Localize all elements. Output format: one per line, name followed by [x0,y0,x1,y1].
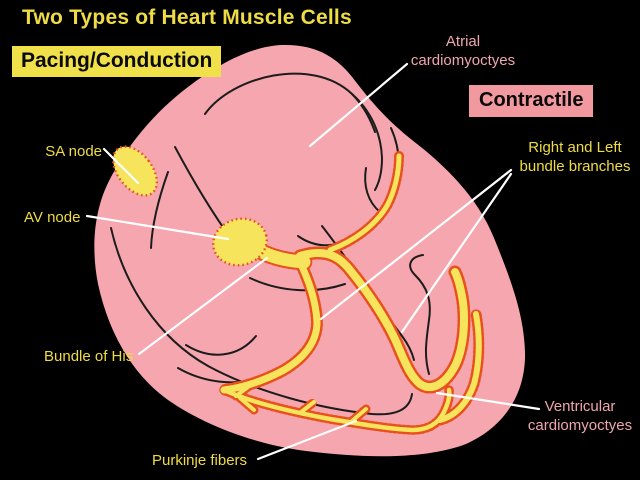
purkinje-fibers-label: Purkinje fibers [152,452,248,469]
bundle-branches-label: Right and Left bundle branches [512,138,638,176]
bundle-branches-label-line1: Right and Left [528,139,622,156]
av-node-label: AV node [24,209,81,226]
purkinje-pointer-line [256,419,358,461]
bundle-branches-pointer-line-left [319,168,513,321]
atrial-conduction-strand [327,153,402,253]
bundle-of-his-label: Bundle of His [44,348,134,365]
av-node-pointer-line [85,214,230,241]
ventricular-label-line2: cardiomyoctyes [527,417,633,434]
atrial-cardiomyocytes-label: Atrial cardiomyoctyes [400,32,526,70]
atrial-label-line1: Atrial [445,33,481,50]
pacing-conduction-badge: Pacing/Conduction [12,46,222,77]
purkinje-fibers-path [221,387,452,433]
sa-node-label: SA node [45,143,102,160]
sa-node-pointer-line [102,147,140,185]
atrial-pointer-line [308,62,409,148]
av-node-shape [212,217,268,267]
page-title: Two Types of Heart Muscle Cells [22,6,352,29]
sa-node-shape [111,145,159,197]
ventricular-label-line1: Ventricular [544,398,616,415]
outer-bundle-loop-path [437,311,482,423]
bundle-of-his-pointer-line [137,256,269,356]
bundle-branches-label-line2: bundle branches [519,158,631,175]
atrial-label-line2: cardiomyoctyes [410,52,516,69]
contractile-badge: Contractile [469,85,594,117]
ventricular-cardiomyocytes-label: Ventricular cardiomyoctyes [520,397,640,435]
conduction-system [111,145,482,433]
right-bundle-branch-path [296,249,468,392]
bundle-branches-pointer-line-right [400,172,513,334]
pointer-lines [85,62,541,461]
ventricular-pointer-line [435,391,541,411]
